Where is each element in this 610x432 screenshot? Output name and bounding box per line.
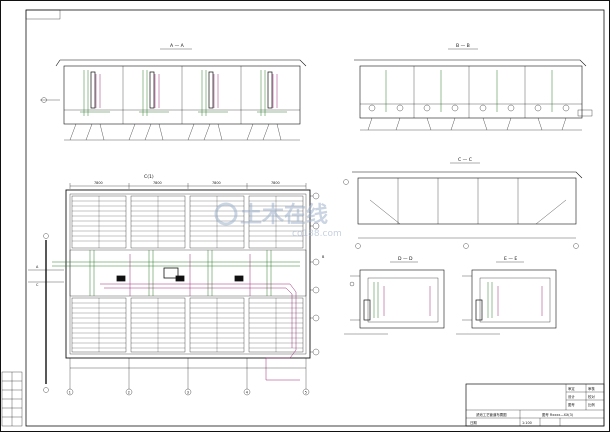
section-ee-label: E — E — [504, 256, 517, 262]
plan-grid-col-3: 3 — [187, 390, 189, 394]
title-sheet-number: 图号 Rxxxx—XX(3) — [542, 412, 574, 417]
section-dd: D — D — [344, 256, 445, 335]
title-cell-drawing-no: 图号 — [568, 402, 575, 407]
section-aa: A — A — [40, 43, 307, 141]
revision-strip — [1, 371, 23, 427]
title-cell-approve: 审定 — [568, 386, 575, 391]
title-drawing-name: 滤池工艺管道布置图 — [476, 412, 507, 417]
section-dd-label: D — D — [398, 256, 413, 262]
title-scale-value: 1:100 — [522, 421, 532, 425]
watermark-url: co188.com — [292, 229, 342, 239]
section-bb-label: B — B — [456, 43, 470, 49]
plan-side-label-a: A — [36, 265, 39, 269]
title-cell-review: 审核 — [588, 386, 595, 391]
section-cc: C — C — [343, 157, 583, 249]
title-cell-design: 设计 — [568, 394, 575, 399]
title-block: 审定 审核 设计 校对 图号 比例 图号 Rxxxx—XX(3) 滤池工艺管道布… — [465, 383, 605, 427]
section-bb: B — B — [354, 43, 593, 131]
section-cc-label: C — C — [458, 157, 472, 163]
plan-grid-col-2: 2 — [128, 390, 130, 394]
plan-grid-col-4: 4 — [246, 390, 248, 394]
plan-grid-col-5: 5 — [305, 390, 307, 394]
plan-dim-1: 7800 — [94, 181, 103, 185]
plan-grid-col-1: 1 — [69, 390, 71, 394]
title-cell-date: 日期 — [470, 420, 477, 425]
section-aa-label: A — A — [170, 43, 185, 49]
inner-frame — [25, 9, 605, 427]
plan-dim-4: 7800 — [271, 181, 280, 185]
plan-side-label-b: B — [322, 255, 325, 259]
plan-dim-3: 7800 — [212, 181, 221, 185]
plan-title: C(1) — [144, 174, 154, 180]
title-cell-scale: 比例 — [588, 402, 595, 407]
plan-dim-2: 7800 — [153, 181, 162, 185]
plan-view: C(1) 7800 7800 7800 7800 — [28, 174, 325, 396]
plan-side-label-c: C — [36, 283, 39, 287]
watermark-brand: 土木在线 — [240, 202, 328, 228]
title-cell-check: 校对 — [588, 394, 595, 399]
watermark: 土木在线 co188.com — [214, 202, 342, 239]
section-ee: E — E — [456, 256, 557, 335]
corner-tag — [25, 9, 61, 20]
